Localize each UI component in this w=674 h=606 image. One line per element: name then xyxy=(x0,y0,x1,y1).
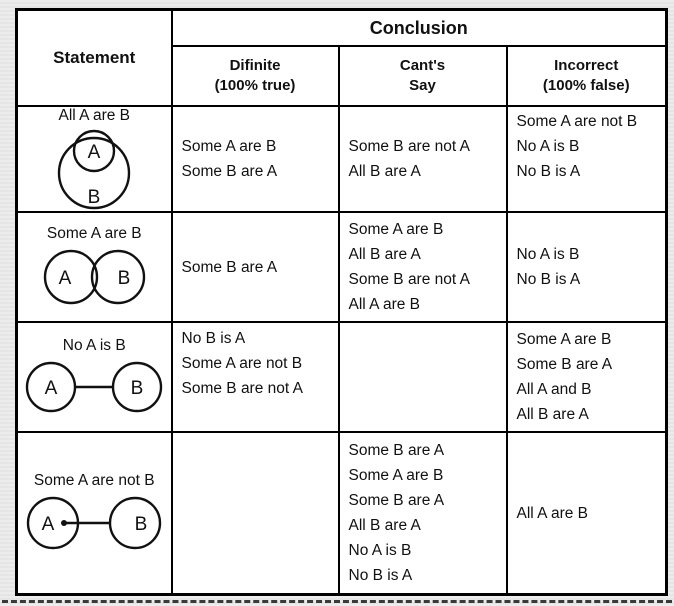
circle-b-label: B xyxy=(135,514,148,535)
incorrect-cell: No A is B No B is A xyxy=(505,211,668,323)
column-header-definite-sublabel: (100% true) xyxy=(214,77,296,94)
statement-label: No A is B xyxy=(62,337,126,354)
column-header-incorrect-sublabel: (100% false) xyxy=(542,77,630,94)
circle-a-label: A xyxy=(88,142,101,163)
conclusion-line: Some B are A xyxy=(181,258,278,276)
conclusion-line: Some A are B xyxy=(516,331,612,348)
conclusion-line: Some B are not A xyxy=(348,271,471,288)
conclusion-line: Some A are not B xyxy=(516,113,638,130)
conclusion-line: Some A are not B xyxy=(181,355,303,372)
statement-cell-some-a-are-not-b: Some A are not B A B xyxy=(15,431,173,596)
statement-cell-no-a-is-b: No A is B A B xyxy=(15,321,173,433)
venn-diagram-disjoint-line-dot-into-a: A B xyxy=(27,496,162,550)
table-row: Some A are B A B Some B are A Some A are… xyxy=(15,211,668,323)
venn-diagram-disjoint-connected: A B xyxy=(26,361,163,413)
conclusion-line: No A is B xyxy=(348,542,412,559)
table-row: No A is B A B No B is A Some A are not B… xyxy=(15,321,668,433)
table-row: Some A are not B A B Some B are A Some A… xyxy=(15,431,668,596)
conclusion-line: All B are A xyxy=(348,246,421,263)
statement-label: Some A are not B xyxy=(33,472,155,489)
conclusion-line: All B are A xyxy=(516,406,589,423)
conclusion-line: No B is A xyxy=(516,271,581,288)
conclusion-line: Some B are A xyxy=(348,442,445,459)
conclusion-line: No B is A xyxy=(348,567,413,584)
circle-a xyxy=(73,129,116,173)
syllogism-conclusion-table: Statement Conclusion Difinite (100% true… xyxy=(15,8,668,596)
circle-a-label: A xyxy=(59,268,72,289)
header-row-conclusion: Statement Conclusion xyxy=(15,8,668,107)
circle-b-label: B xyxy=(118,268,131,289)
circle-a xyxy=(44,249,99,305)
definite-cell-empty xyxy=(170,431,340,596)
column-header-incorrect-label: Incorrect xyxy=(554,56,619,74)
conclusion-line: No A is B xyxy=(516,138,580,155)
definite-cell: Some B are A xyxy=(170,211,340,323)
column-header-incorrect: Incorrect (100% false) xyxy=(505,45,668,107)
cants-say-cell: Some B are A Some A are B Some B are A A… xyxy=(337,431,508,596)
circle-b-label: B xyxy=(131,378,144,399)
cants-say-cell: Some A are B All B are A Some B are not … xyxy=(337,211,508,323)
conclusion-line: Some B are A xyxy=(348,492,445,509)
circle-b xyxy=(91,249,146,305)
incorrect-cell: Some A are not B No A is B No B is A xyxy=(505,105,668,213)
statement-label: All A are B xyxy=(58,107,130,124)
conclusion-column-group-header: Conclusion xyxy=(170,8,668,47)
column-header-definite-label: Difinite xyxy=(229,56,281,74)
conclusion-line: All A are B xyxy=(348,296,421,313)
incorrect-cell: Some A are B Some B are A All A and B Al… xyxy=(505,321,668,433)
column-header-cants-say-sublabel: Say xyxy=(409,77,436,94)
conclusion-line: All B are A xyxy=(348,517,421,534)
conclusion-line: Some A are B xyxy=(348,467,444,484)
conclusion-line: Some B are not A xyxy=(348,138,471,155)
circle-b-label: B xyxy=(88,187,101,208)
conclusion-line: No B is A xyxy=(181,330,246,347)
conclusion-line: All A and B xyxy=(516,381,592,398)
circle-a-label: A xyxy=(42,514,55,535)
bottom-dashed-line xyxy=(2,600,672,603)
header-row-subcolumns: Difinite (100% true) Cant's Say Incorrec… xyxy=(17,45,668,107)
cants-say-cell-empty xyxy=(337,321,508,433)
definite-cell: Some A are B Some B are A xyxy=(170,105,340,213)
conclusion-line: Some B are A xyxy=(516,356,613,373)
statement-cell-some-a-are-b: Some A are B A B xyxy=(15,211,173,323)
incorrect-cell: All A are B xyxy=(505,431,668,596)
conclusion-line: No B is A xyxy=(516,163,581,180)
conclusion-line: No A is B xyxy=(516,246,580,263)
definite-cell: No B is A Some A are not B Some B are no… xyxy=(170,321,340,433)
conclusion-line: Some B are not A xyxy=(181,380,304,397)
circle-a-label: A xyxy=(45,378,58,399)
table-row: All A are B A B Some A are B Some B are … xyxy=(15,105,668,213)
conclusion-line: Some B are A xyxy=(181,163,278,180)
venn-diagram-a-inside-b: A B xyxy=(58,129,131,210)
conclusion-line: All B are A xyxy=(348,163,421,180)
statement-column-header: Statement xyxy=(15,8,173,107)
conclusion-line: All A are B xyxy=(516,504,589,522)
statement-cell-all-a-are-b: All A are B A B xyxy=(15,105,173,213)
statement-label: Some A are B xyxy=(46,225,142,242)
column-header-cants-say-label: Cant's xyxy=(399,56,446,74)
column-header-cants-say: Cant's Say xyxy=(337,45,508,107)
connector-dot xyxy=(61,520,68,526)
venn-diagram-a-overlap-b: A B xyxy=(44,249,146,305)
column-header-definite: Difinite (100% true) xyxy=(170,45,340,107)
cants-say-cell: Some B are not A All B are A xyxy=(337,105,508,213)
conclusion-line: Some A are B xyxy=(181,138,277,155)
circle-b xyxy=(58,136,131,210)
conclusion-line: Some A are B xyxy=(348,221,444,238)
